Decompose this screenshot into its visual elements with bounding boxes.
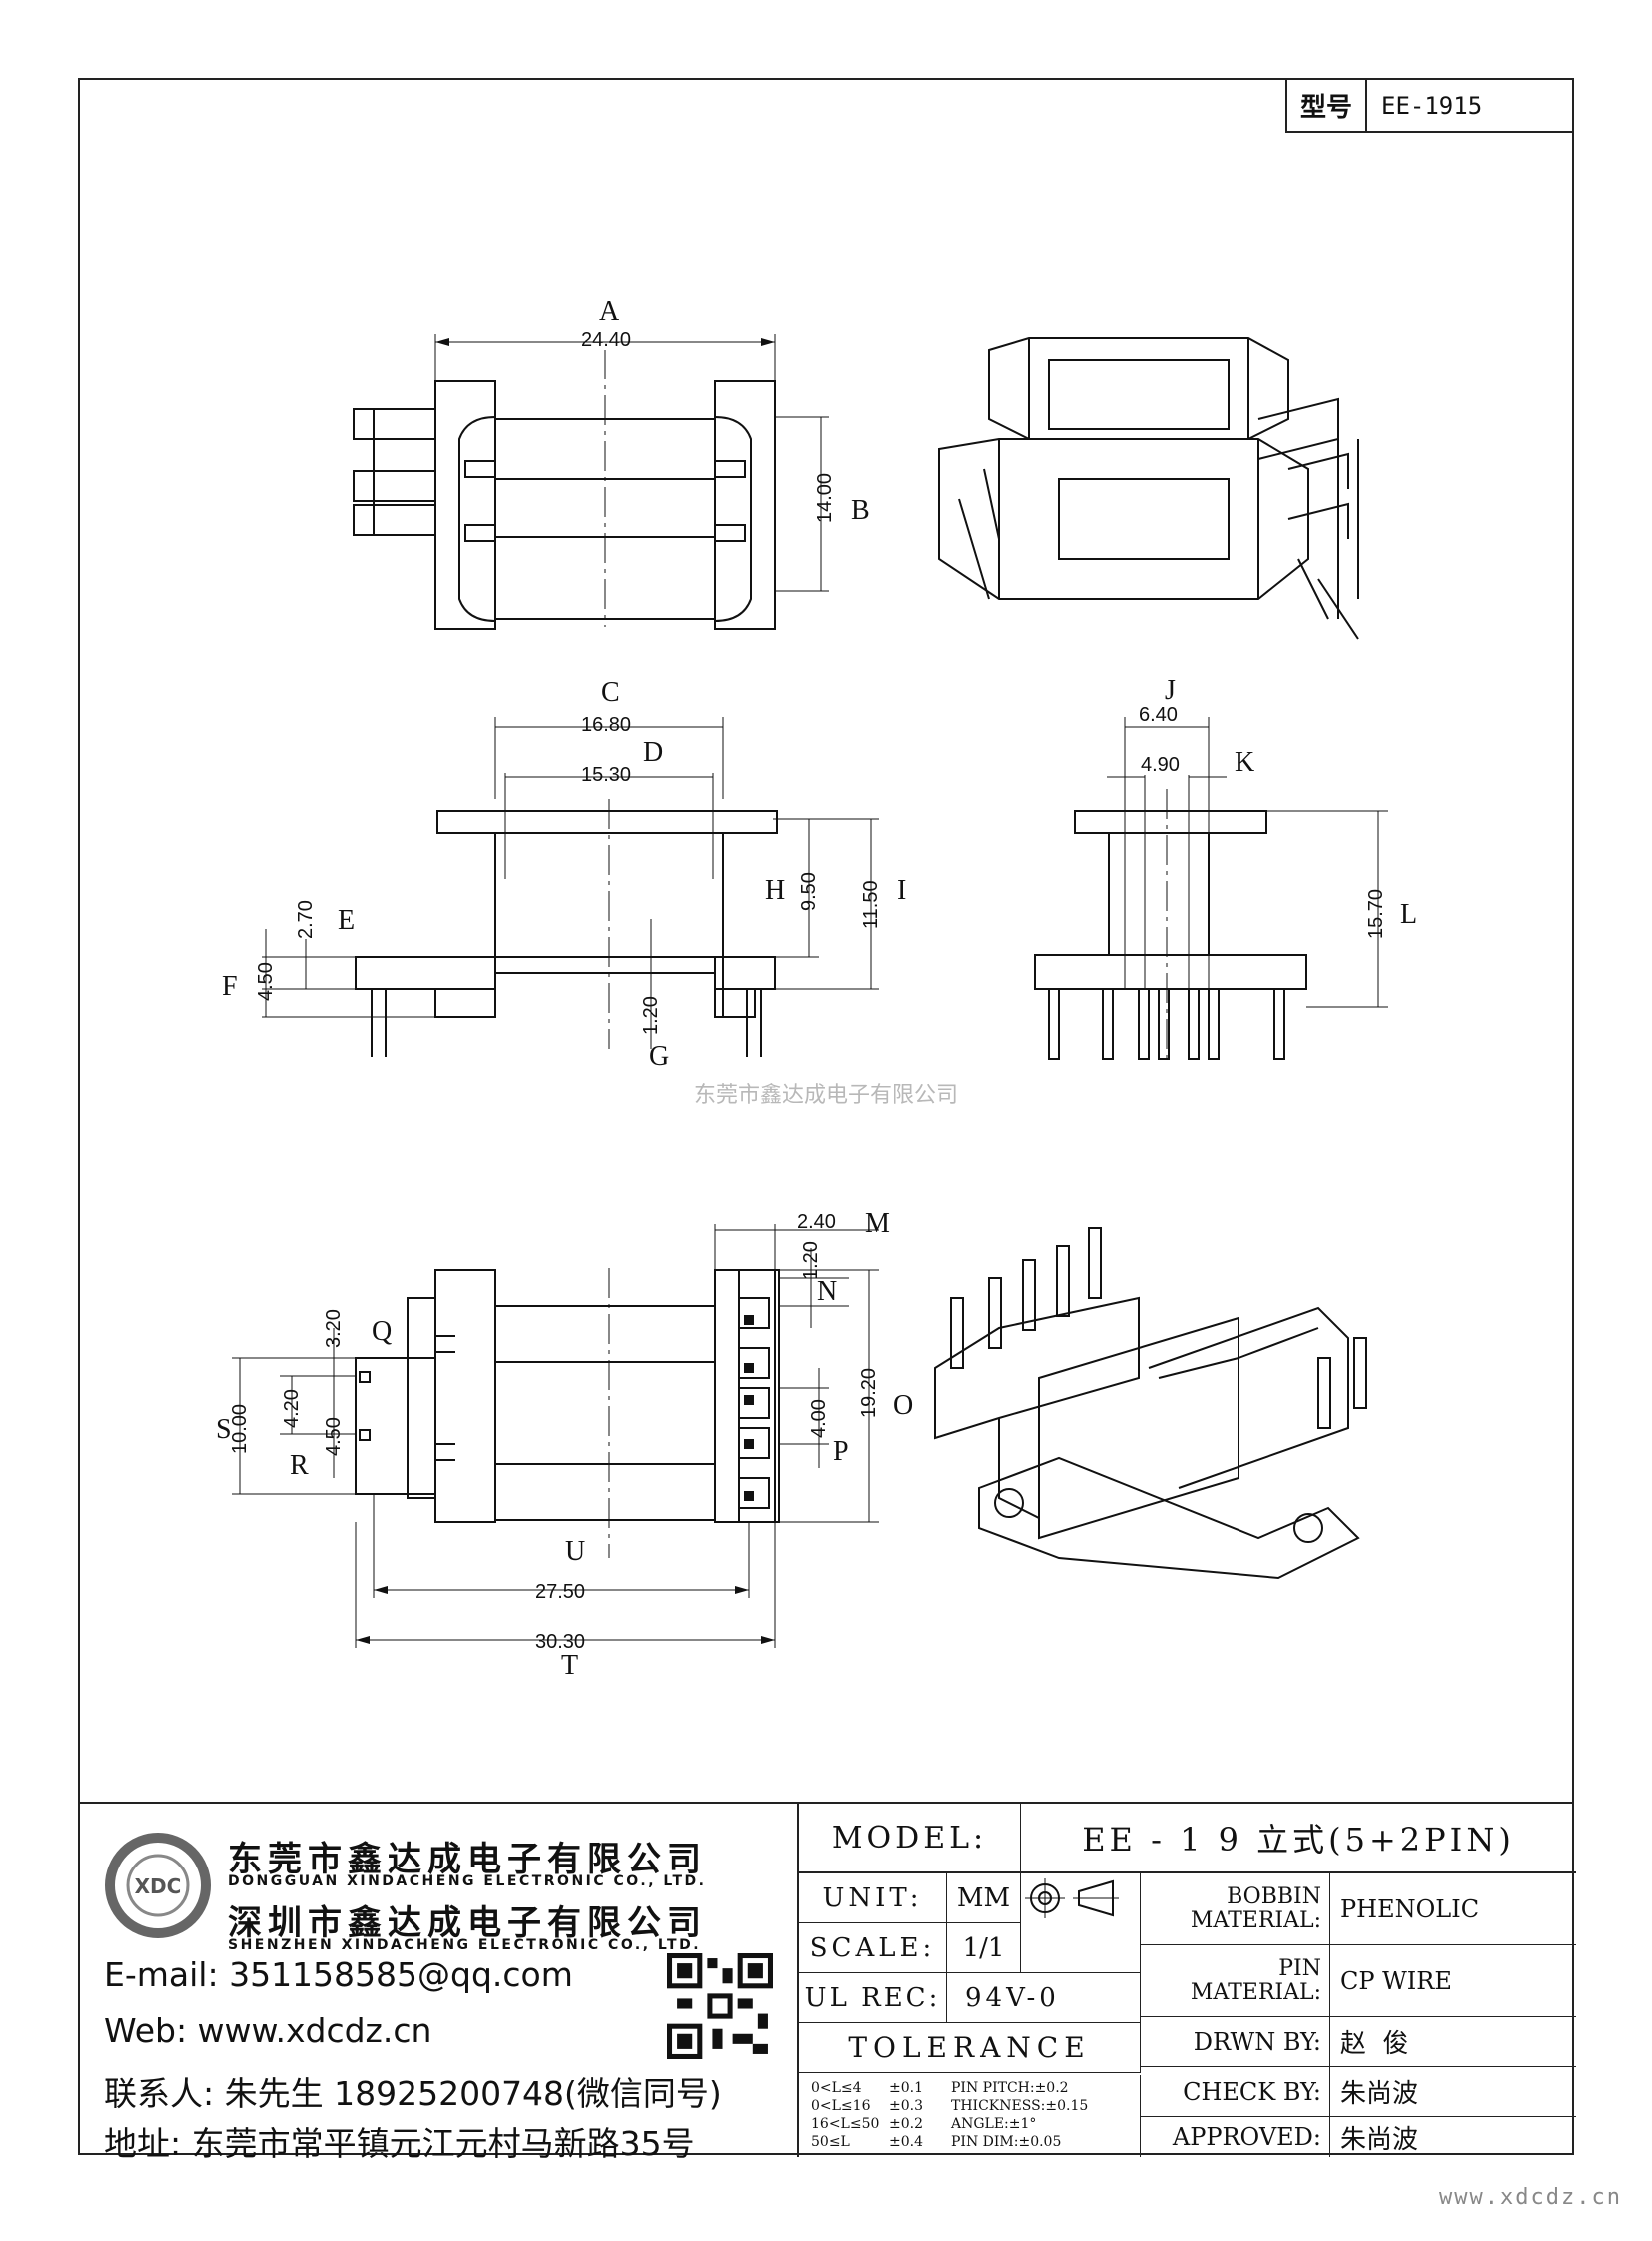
unit-label: UNIT: — [799, 1873, 947, 1923]
watermark-text: 东莞市鑫达成电子有限公司 — [693, 1083, 958, 1108]
footer-site: www.xdcdz.cn — [1439, 2185, 1622, 2210]
side-view — [1034, 717, 1388, 1060]
dim-R: 4.50 — [323, 1417, 345, 1456]
label-E: E — [338, 905, 355, 936]
label-J: J — [1165, 675, 1176, 706]
dim-F: 4.50 — [255, 962, 277, 1001]
label-H: H — [765, 875, 785, 906]
dim-U: 27.50 — [535, 1581, 585, 1603]
label-T: T — [561, 1650, 578, 1681]
tolerance-label: TOLERANCE — [799, 2023, 1141, 2073]
label-I: I — [897, 875, 906, 906]
model-key: 型号 — [1287, 80, 1367, 131]
pin-value: CP WIRE — [1330, 1945, 1576, 2017]
approved-value: 朱尚波 — [1340, 2124, 1419, 2155]
model-label: MODEL: — [799, 1804, 1021, 1873]
company-email: E-mail: 351158585@qq.com — [104, 1955, 573, 1994]
company-web: Web: www.xdcdz.cn — [104, 2011, 432, 2050]
check-value: 朱尚波 — [1330, 2067, 1576, 2117]
unit-value: MM — [947, 1873, 1021, 1923]
label-L: L — [1400, 899, 1417, 930]
dim-S2: 4.20 — [281, 1389, 303, 1428]
label-B: B — [851, 495, 870, 526]
dim-O: 19.20 — [858, 1368, 880, 1418]
approved-label: APPROVED: — [1141, 2117, 1330, 2157]
dim-S: 10.00 — [229, 1404, 251, 1454]
label-D: D — [643, 737, 663, 768]
label-S: S — [216, 1414, 232, 1445]
projection-symbol — [1021, 1873, 1141, 1973]
label-U: U — [565, 1536, 585, 1567]
dim-E: 2.70 — [295, 900, 317, 939]
company-contact: 联系人: 朱先生 18925200748(微信同号) — [104, 2074, 722, 2113]
company-name-sz: 深圳市鑫达成电子有限公司 — [228, 1903, 707, 1943]
dim-K: 4.90 — [1141, 754, 1180, 776]
dim-M: 2.40 — [797, 1211, 836, 1233]
dim-B: 14.00 — [814, 473, 836, 523]
scale-value: 1/1 — [947, 1923, 1021, 1973]
dim-D: 15.30 — [581, 764, 631, 786]
model-value: EE - 1 9 立式(5+2PIN) — [1021, 1804, 1576, 1873]
company-logo-icon: XDC — [105, 1833, 211, 1938]
dim-G: 1.20 — [640, 996, 662, 1035]
dim-C: 16.80 — [581, 714, 631, 736]
svg-text:XDC: XDC — [135, 1874, 182, 1898]
label-Q: Q — [372, 1316, 392, 1347]
label-O: O — [893, 1390, 913, 1421]
label-R: R — [290, 1450, 309, 1481]
dim-A: 24.40 — [581, 329, 631, 351]
dim-N: 1.20 — [800, 1241, 822, 1280]
front-view — [262, 717, 879, 1057]
dim-T: 30.30 — [535, 1631, 585, 1653]
company-info: XDC 东莞市鑫达成电子有限公司 DONGGUAN XINDACHENG ELE… — [88, 1814, 857, 2163]
isometric-view-bottom — [934, 1227, 1367, 1580]
bottom-view — [232, 1224, 879, 1648]
drawn-value: 赵 俊 — [1330, 2017, 1576, 2067]
model-header: 型号 EE-1915 — [1285, 78, 1574, 133]
company-address: 地址: 东莞市常平镇元江元村马新路35号 — [104, 2124, 695, 2163]
label-P: P — [833, 1436, 849, 1467]
label-G: G — [649, 1041, 669, 1072]
scale-label: SCALE: — [799, 1923, 947, 1973]
dim-P: 4.00 — [808, 1399, 830, 1438]
top-view — [353, 334, 829, 630]
title-grid: MODEL: EE - 1 9 立式(5+2PIN) UNIT: MM SCAL… — [797, 1804, 1576, 2157]
label-F: F — [222, 971, 238, 1002]
label-K: K — [1235, 747, 1254, 778]
drawing-frame — [78, 78, 1574, 2155]
label-C: C — [601, 677, 620, 708]
company-name-dg-en: DONGGUAN XINDACHENG ELECTRONIC CO., LTD. — [228, 1873, 707, 1889]
qr-code-icon — [667, 1953, 773, 2059]
bobbin-value: PHENOLIC — [1330, 1873, 1576, 1945]
model-value: EE-1915 — [1381, 91, 1483, 120]
drawn-label: DRWN BY: — [1141, 2017, 1330, 2067]
ul-value: 94V-0 — [947, 1973, 1141, 2023]
dim-L: 15.70 — [1365, 889, 1387, 939]
dim-Q: 3.20 — [323, 1309, 345, 1348]
check-label: CHECK BY: — [1141, 2067, 1330, 2117]
dim-I: 11.50 — [860, 880, 882, 929]
dim-J: 6.40 — [1139, 704, 1178, 726]
ul-label: UL REC: — [799, 1973, 947, 2023]
label-M: M — [865, 1208, 890, 1239]
projection-icon — [1025, 1878, 1119, 1918]
label-N: N — [817, 1276, 837, 1307]
company-name-sz-en: SHENZHEN XINDACHENG ELECTRONIC CO., LTD. — [228, 1937, 702, 1953]
dim-H: 9.50 — [798, 872, 820, 911]
company-name-dg: 东莞市鑫达成电子有限公司 — [228, 1840, 707, 1879]
label-A: A — [599, 296, 620, 327]
isometric-view-top — [938, 337, 1359, 640]
title-block: XDC 东莞市鑫达成电子有限公司 DONGGUAN XINDACHENG ELE… — [78, 1802, 1576, 2163]
